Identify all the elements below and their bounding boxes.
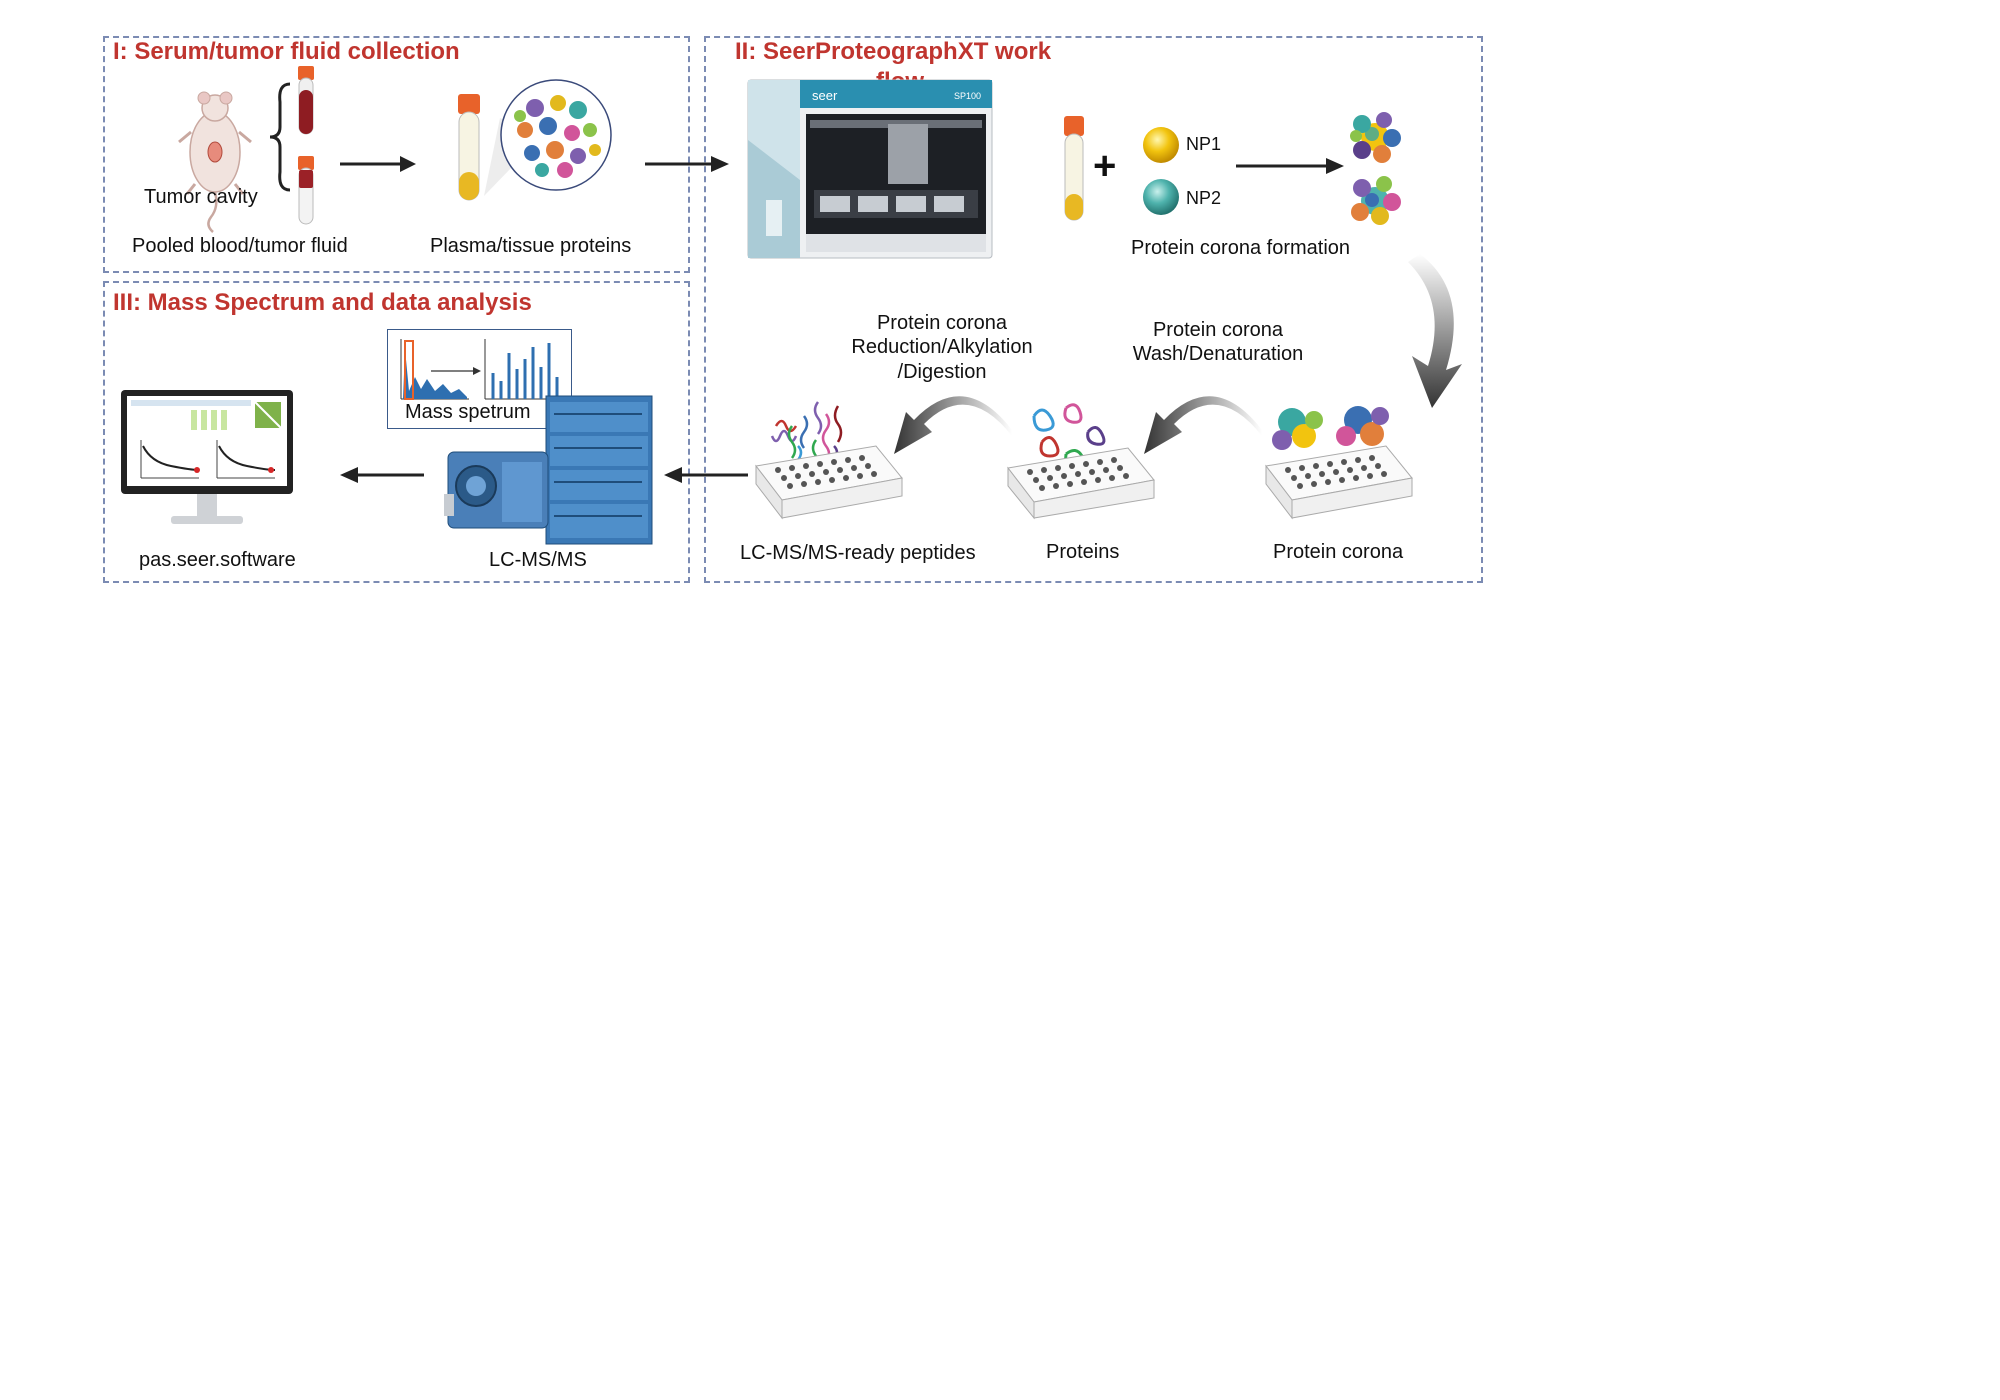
np1-label: NP1 (1186, 134, 1222, 154)
corona-formation-label: Protein corona formation (1131, 237, 1351, 259)
protein-cluster-icon (484, 79, 612, 196)
instrument-brand-text: seer (812, 88, 838, 103)
arrow-to-lcms-icon (664, 467, 748, 483)
arrow-to-corona-icon (1236, 158, 1344, 174)
seer-sp100-instrument: seer SP100 (747, 79, 993, 259)
corona-np2-icon (1351, 176, 1401, 225)
software-label: pas.seer.software (139, 549, 296, 571)
mouse-icon (178, 91, 252, 233)
instrument-model-text: SP100 (954, 91, 981, 101)
curved-arrow-down-icon (1408, 254, 1462, 408)
monitor-icon (121, 390, 293, 524)
panel2-title-line1: II: SeerProteographXT work (735, 38, 1052, 65)
arrow-to-workflow-icon (645, 156, 729, 172)
panel1-title: I: Serum/tumor fluid collection (113, 38, 460, 65)
proteins-label: Proteins (1046, 541, 1120, 563)
arrow-to-software-icon (340, 467, 424, 483)
lcms-instrument (444, 395, 653, 545)
plasma-tube-icon (458, 94, 480, 201)
np2-nanoparticle-icon (1143, 179, 1179, 215)
peptides-label: LC-MS/MS-ready peptides (740, 542, 976, 564)
panel-mass-spectrum-analysis (103, 281, 690, 583)
np2-label: NP2 (1186, 188, 1222, 208)
mass-spectrum-label: Mass spetrum (405, 401, 531, 423)
curved-arrow-left-1-icon (1144, 396, 1262, 454)
plate-peptides (755, 401, 903, 520)
np1-nanoparticle-icon (1143, 127, 1179, 163)
reduction-label-line2: Reduction/Alkylation (851, 336, 1033, 358)
panel-serum-collection (103, 36, 690, 273)
curved-arrow-left-2-icon (894, 396, 1012, 454)
plate-protein-corona (1265, 406, 1413, 520)
panel3-title: III: Mass Spectrum and data analysis (113, 289, 532, 316)
reduction-label-line1: Protein corona (876, 312, 1008, 334)
mass-spectrum-chart (387, 329, 572, 429)
plate-proteins (1007, 403, 1155, 520)
pooled-blood-label: Pooled blood/tumor fluid (132, 235, 348, 257)
lcms-label: LC-MS/MS (489, 549, 587, 571)
tumor-cavity-label: Tumor cavity (144, 186, 258, 208)
wash-label-line2: Wash/Denaturation (1132, 343, 1304, 365)
blood-tube-icon (298, 66, 314, 135)
panel-seer-workflow (704, 36, 1483, 583)
plus-sign: + (1093, 144, 1117, 188)
protein-corona-label: Protein corona (1273, 541, 1404, 563)
brace-icon (269, 82, 291, 192)
arrow-right-icon (340, 156, 416, 172)
corona-np1-icon (1350, 112, 1401, 163)
tumor-fluid-tube-icon (298, 156, 314, 225)
sample-tube-icon (1064, 116, 1084, 221)
reduction-label-line3: /Digestion (897, 361, 987, 383)
plasma-proteins-label: Plasma/tissue proteins (430, 235, 632, 257)
wash-label-line1: Protein corona (1152, 319, 1284, 341)
